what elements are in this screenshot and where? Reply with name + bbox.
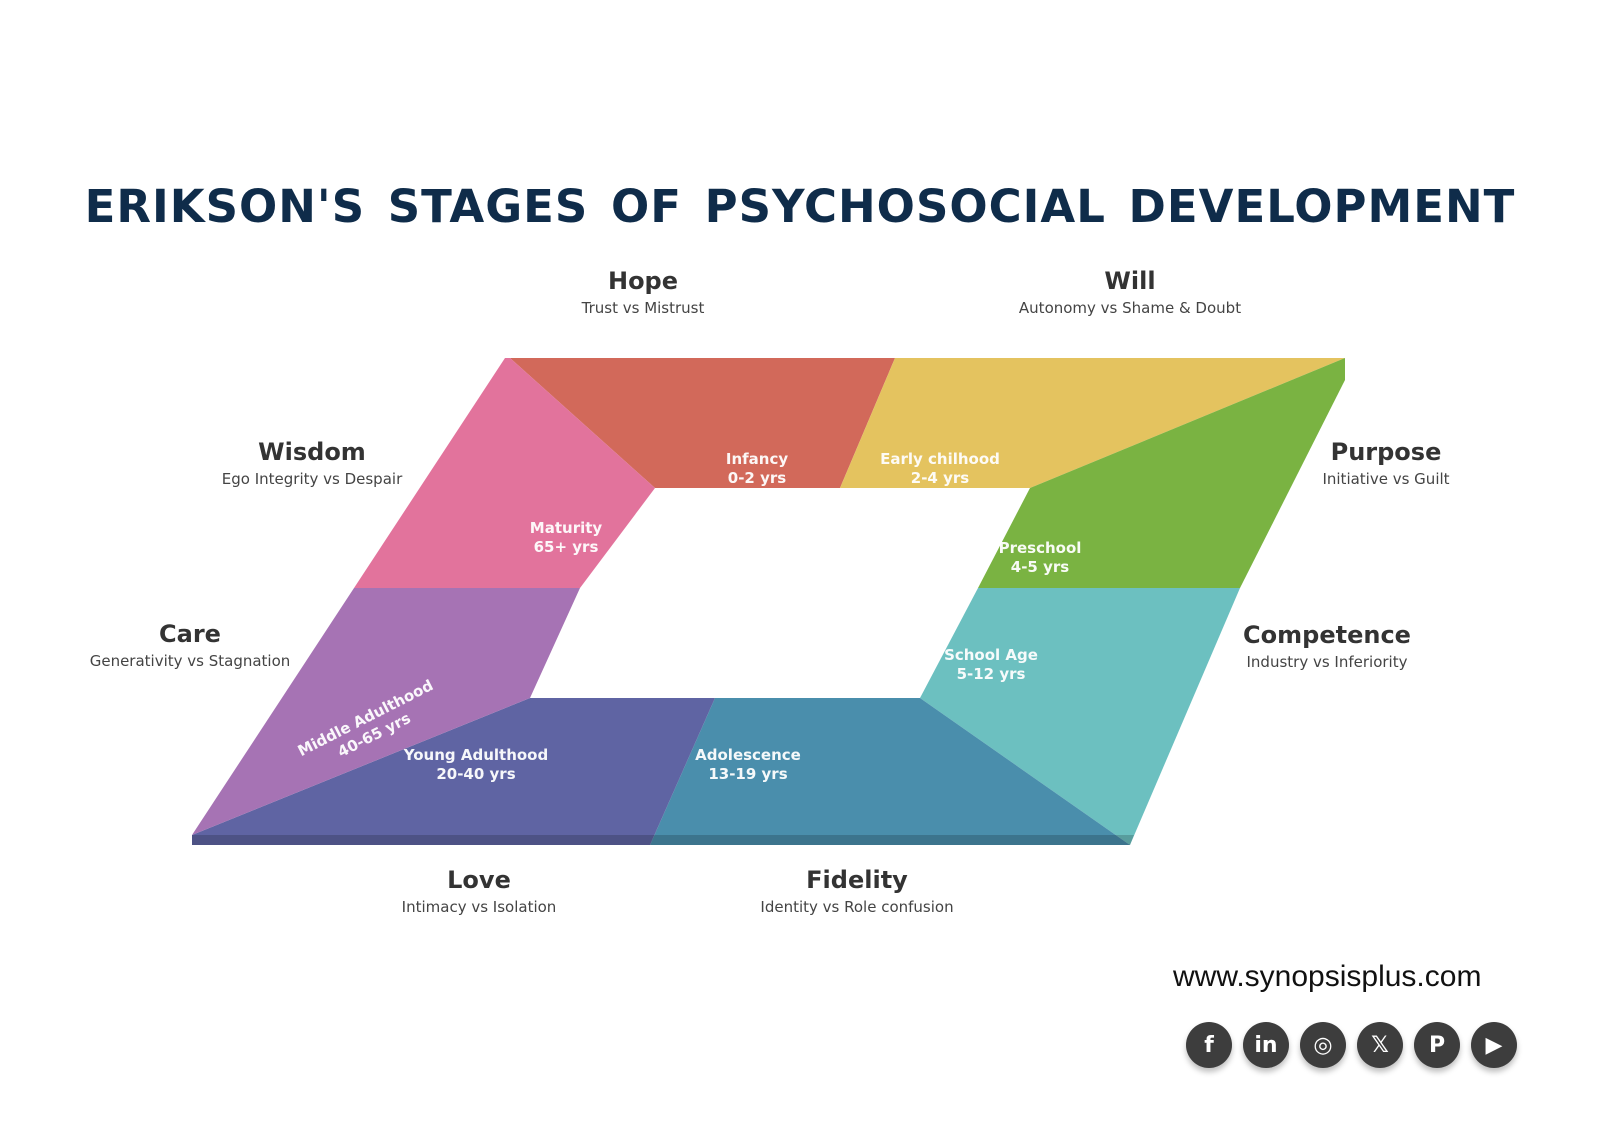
youtube-icon[interactable]: ▶ (1471, 1022, 1517, 1068)
page-title: ERIKSON'S STAGES OF PSYCHOSOCIAL DEVELOP… (84, 180, 1516, 233)
segment-middle-adulthood (192, 588, 580, 835)
segment-preschool (978, 358, 1345, 588)
segment-infancy (510, 358, 895, 488)
website-link[interactable]: www.synopsisplus.com (1173, 960, 1482, 993)
linkedin-icon[interactable]: in (1243, 1022, 1289, 1068)
x-icon[interactable]: 𝕏 (1357, 1022, 1403, 1068)
segment-adolescence (650, 698, 1130, 845)
pinterest-icon[interactable]: P (1414, 1022, 1460, 1068)
social-links: f in ◎ 𝕏 P ▶ (1186, 1022, 1517, 1068)
instagram-icon[interactable]: ◎ (1300, 1022, 1346, 1068)
ring-edge-shadow (192, 835, 1134, 845)
facebook-icon[interactable]: f (1186, 1022, 1232, 1068)
segment-early-childhood (840, 358, 1345, 488)
segment-maturity (354, 358, 655, 588)
segment-school-age (920, 588, 1240, 845)
segment-young-adulthood (192, 698, 715, 845)
